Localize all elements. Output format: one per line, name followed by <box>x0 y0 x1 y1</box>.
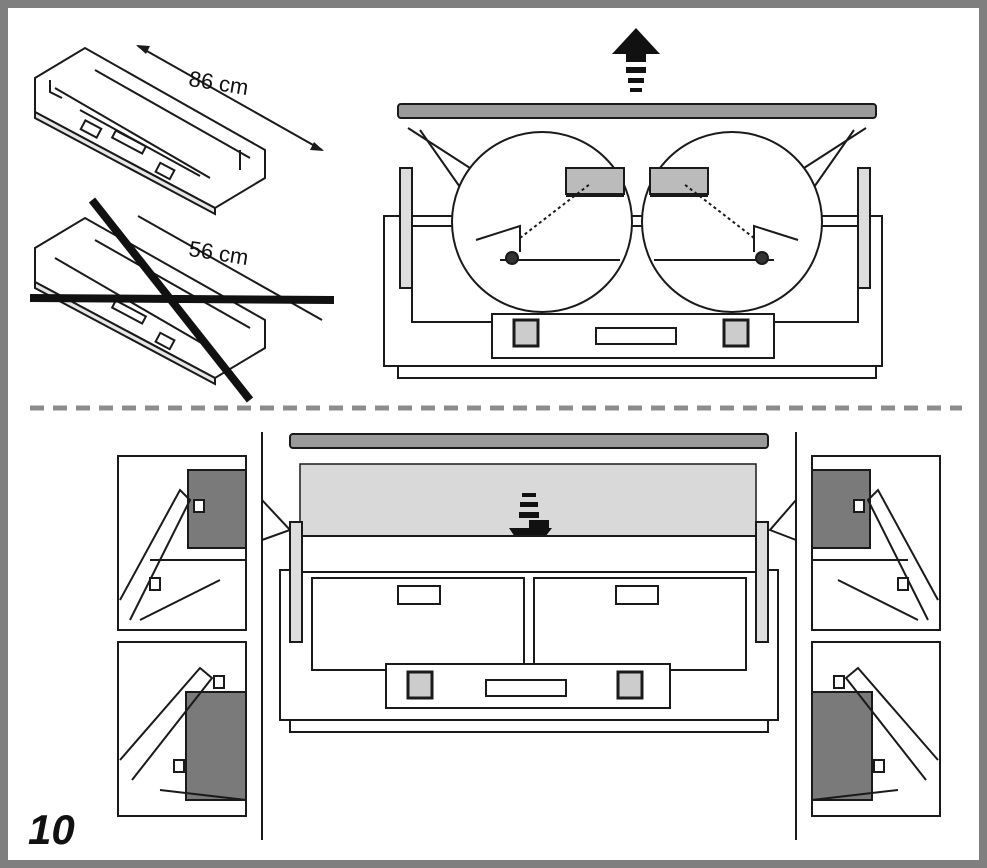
arrow-up-icon <box>612 28 660 92</box>
detail-box-lower-left <box>117 641 247 817</box>
dimension-arrow-right <box>310 142 324 151</box>
detail-box-upper-right <box>811 455 941 631</box>
dimension-arrow-left <box>136 45 150 54</box>
filter-bar-bottom <box>289 433 769 449</box>
detail-circle-right <box>641 127 867 313</box>
pointer-right <box>768 499 797 541</box>
hood-86cm-illustration <box>34 46 266 216</box>
hood-front-bottom <box>279 521 779 733</box>
detail-box-lower-right <box>811 641 941 817</box>
pointer-left <box>261 499 292 541</box>
cross-line-horizontal <box>29 294 335 304</box>
step-number: 10 <box>28 806 75 853</box>
dimension-line-86 <box>137 45 323 151</box>
detail-circle-left <box>407 127 633 313</box>
filter-panel <box>299 463 757 537</box>
filter-bar-top <box>397 103 877 119</box>
detail-box-upper-left <box>117 455 247 631</box>
